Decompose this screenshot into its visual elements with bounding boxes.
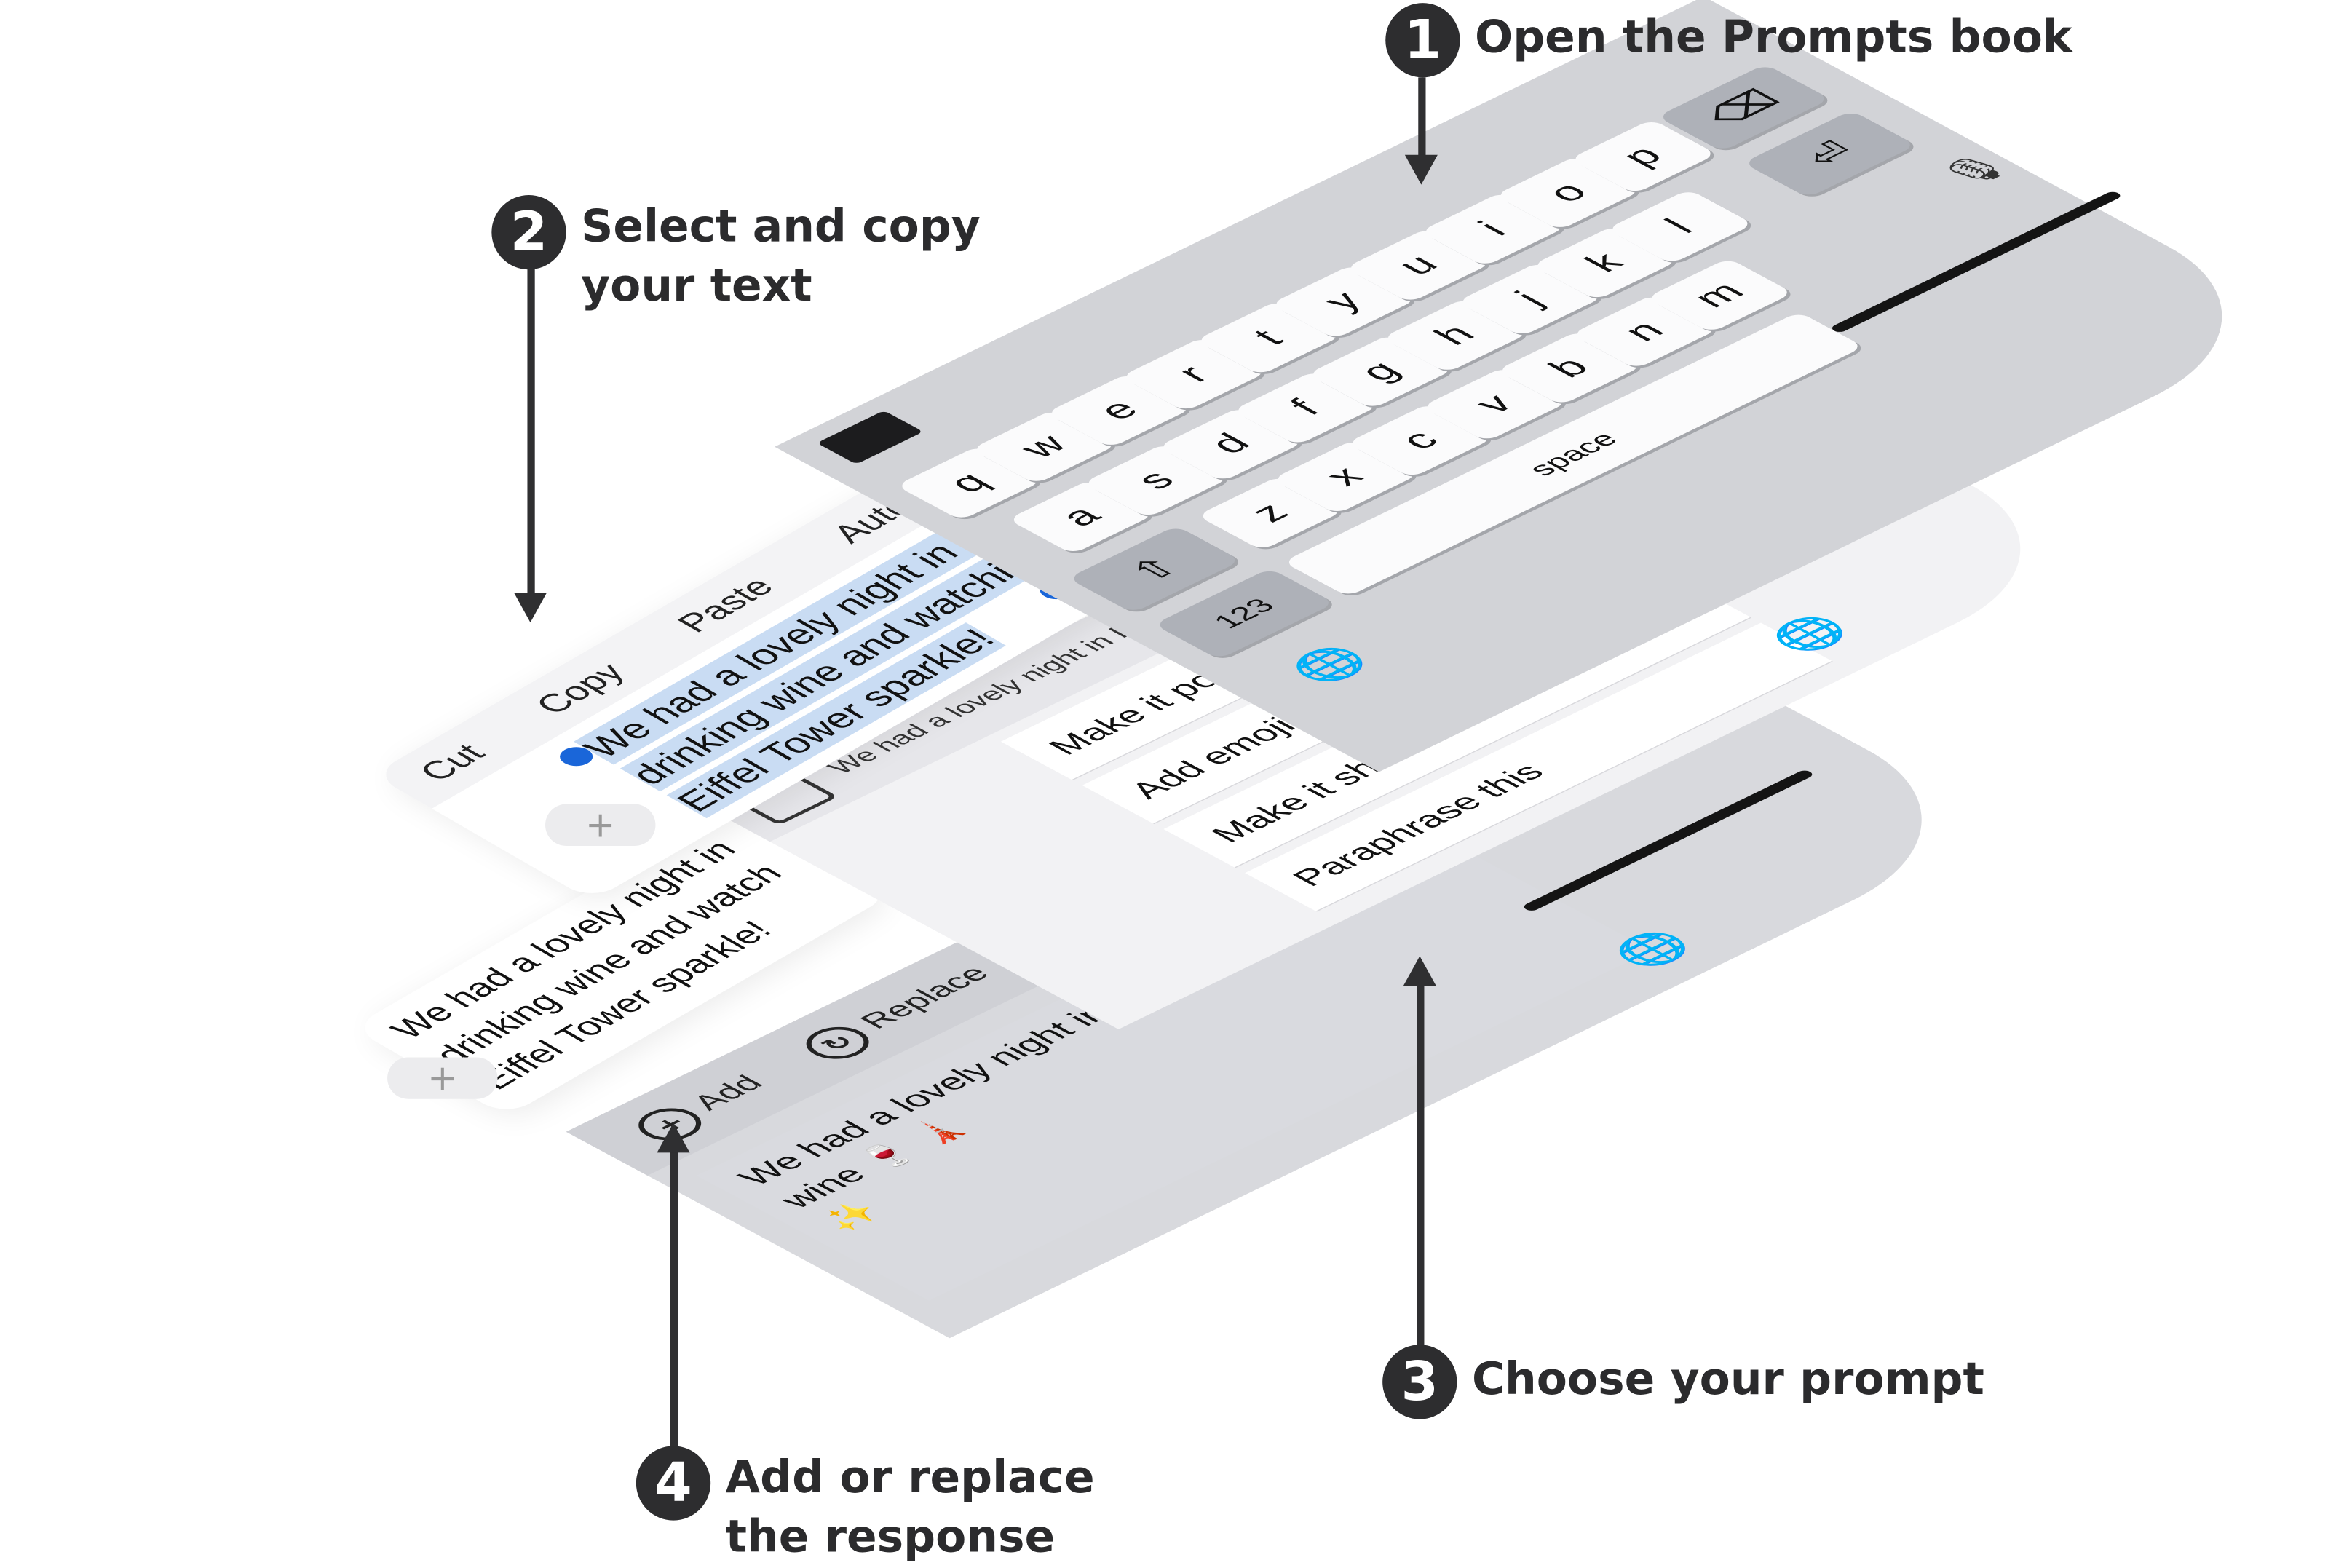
step-4-callout: 4 Add or replace the response — [636, 1446, 1095, 1568]
step-2-arrow — [514, 268, 547, 623]
step-2-line-1: Select and copy — [581, 201, 981, 253]
replace-icon[interactable]: ↻ — [793, 1020, 882, 1066]
add-button[interactable]: Add — [684, 1071, 772, 1115]
step-4-badge: 4 — [636, 1446, 711, 1521]
add-attachment-button[interactable]: + — [387, 1057, 498, 1099]
step-2-badge: 2 — [491, 194, 566, 270]
step-4-text: Add or replace the response — [726, 1449, 1095, 1568]
step-4-arrow — [657, 1122, 690, 1448]
step-4-line-1: Add or replace — [725, 1452, 1095, 1505]
step-3-text: Choose your prompt — [1471, 1353, 1984, 1406]
step-3-callout: 3 Choose your prompt — [1382, 1345, 1984, 1419]
add-attachment-button[interactable]: + — [545, 804, 656, 846]
step-3-arrow — [1403, 956, 1436, 1350]
step-2-callout: 2 Select and copy your text — [491, 194, 981, 317]
step-1-arrow — [1404, 77, 1438, 185]
step-4-line-2: the response — [725, 1511, 1056, 1564]
step-3-badge: 3 — [1382, 1345, 1457, 1419]
step-2-line-2: your text — [581, 260, 812, 313]
step-1-text: Open the Prompts book — [1475, 12, 2072, 64]
step-1-badge: 1 — [1385, 3, 1460, 78]
step-2-text: Select and copy your text — [581, 198, 981, 317]
step-1-callout: 1 Open the Prompts book — [1385, 3, 2072, 78]
